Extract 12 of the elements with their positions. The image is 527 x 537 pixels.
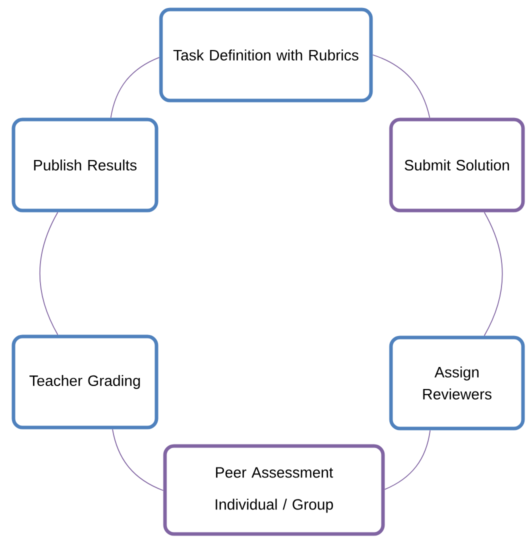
process-box: Task Definition with Rubrics xyxy=(159,8,373,102)
connector-arc xyxy=(384,430,431,490)
connector-arc xyxy=(112,428,164,491)
connector-arc xyxy=(484,212,503,336)
connector-arc xyxy=(110,56,160,118)
process-box: Peer Assessment Individual / Group xyxy=(163,444,385,536)
process-box: Publish Results xyxy=(12,118,158,212)
process-box: Submit Solution xyxy=(389,118,525,212)
process-box: Teacher Grading xyxy=(12,334,158,430)
process-box: Assign Reviewers xyxy=(389,336,525,430)
connector-arc xyxy=(39,212,58,336)
connector-arc xyxy=(372,54,430,118)
